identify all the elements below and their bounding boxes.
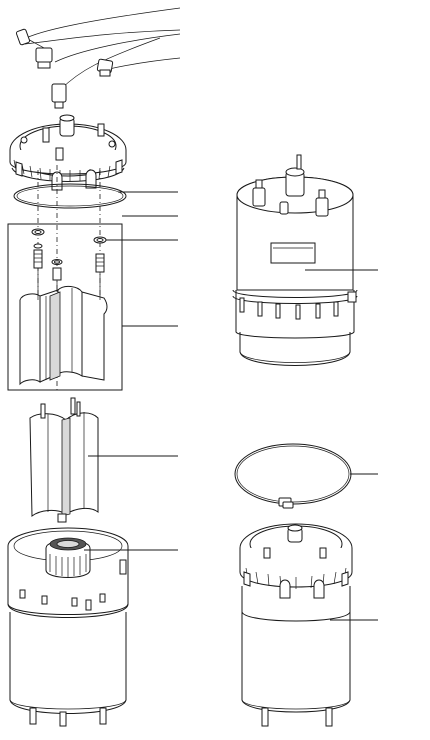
clamped-cylinder-assembly — [239, 523, 353, 727]
cylinder-base-with-strainer — [7, 527, 129, 727]
electrode-assembly-kit — [7, 223, 123, 391]
band-clamp — [234, 443, 352, 509]
leader-lines — [84, 191, 378, 621]
cylinder-lid-with-terminals — [9, 114, 127, 191]
assembled-steam-cylinder — [232, 154, 358, 366]
single-electrode-plate — [29, 397, 99, 523]
wire-harness — [15, 7, 181, 109]
lid-o-ring-gasket — [13, 183, 127, 209]
